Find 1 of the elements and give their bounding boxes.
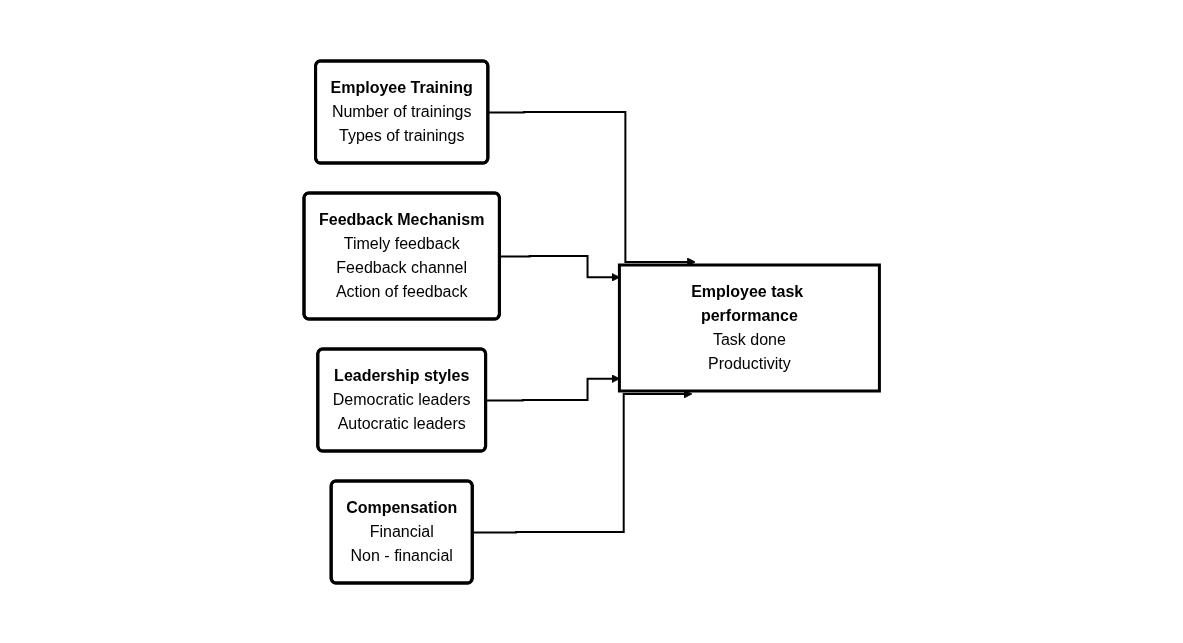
node-box: Employee task performance Task done Productivity: [617, 263, 881, 392]
